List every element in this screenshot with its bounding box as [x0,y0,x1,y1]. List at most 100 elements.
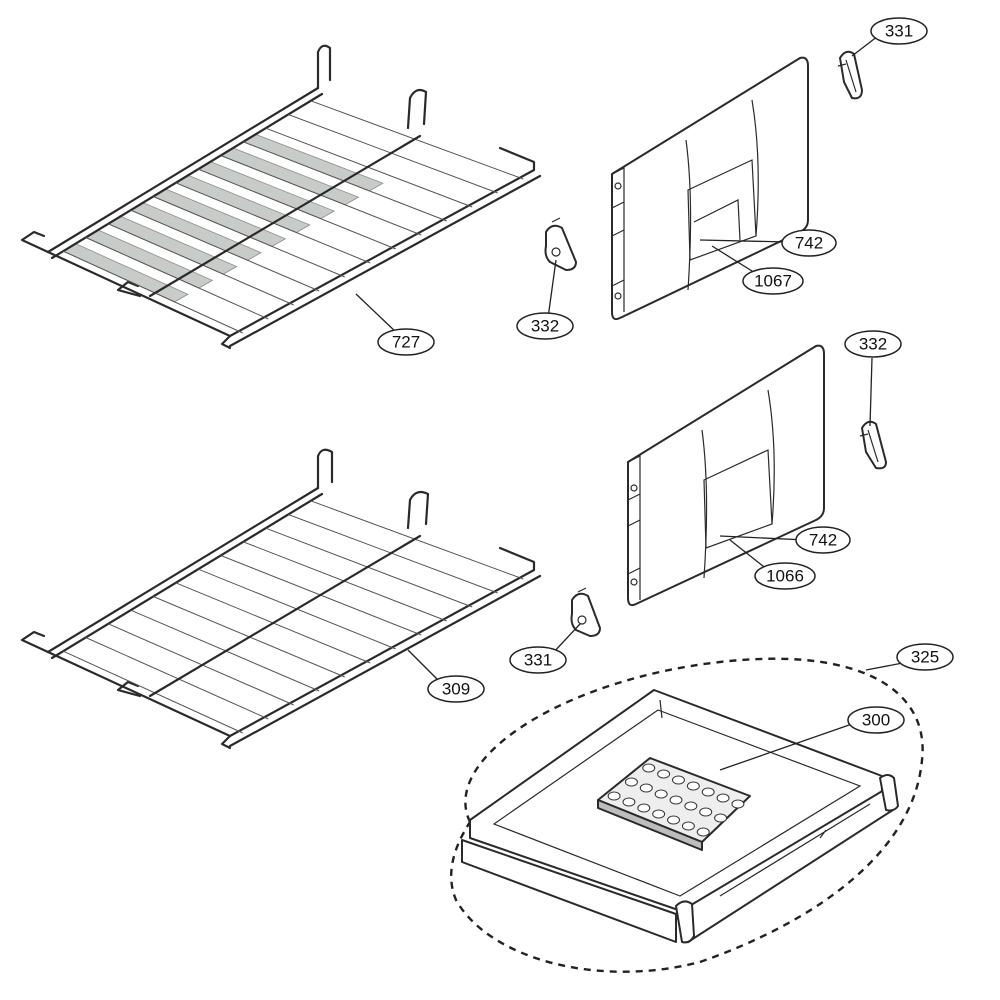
drawer-cover-lower-hole-top [630,484,638,492]
shelf-727-front-rail [228,146,536,338]
ice-cell [731,799,745,809]
shelf-727-back-rail [46,86,320,254]
shelf-309-cross-wires [63,500,524,734]
drawer-cover-upper-front-face [611,167,625,312]
svg-text:742: 742 [795,234,823,253]
shelf-727-front-hook-right [116,280,142,298]
drawer-cover-lower-hinge-band [627,493,641,575]
ice-cell [714,813,728,823]
tray-corner-cap-right [879,774,899,812]
callout-331-top: 331 [870,17,928,45]
shelf-309-back-hook-right [406,490,430,530]
tray-corner-cap-front [675,900,695,944]
callout-325: 325 [896,643,954,671]
callout-742-top: 742 [781,229,837,257]
tray-inner-rim [659,699,663,719]
svg-text:332: 332 [859,335,887,354]
shelf-cross-wire [85,637,269,720]
ice-cell [622,797,636,807]
svg-text:742: 742 [809,531,837,550]
shelf-727-front-rail-inner [228,174,542,348]
svg-text:309: 309 [442,680,470,699]
drawer-cover-upper-body [611,56,809,321]
ice-cell [669,795,683,805]
ice-cell [637,803,651,813]
ice-cell [716,793,730,803]
ice-cell [686,781,700,791]
tray-front-lip [461,839,677,943]
drawer-cover-upper-hole-top [614,182,622,190]
svg-text:727: 727 [392,333,420,352]
ice-cell [671,775,685,785]
shelf-cross-wire [108,223,294,306]
shelf-309-left-side [46,650,232,750]
tray-floor-edge [492,709,862,897]
drawer-cover-lower-front-face [627,455,641,600]
drawer-cover-upper-panel-divider [685,99,759,291]
callout-727: 727 [377,328,435,356]
ice-cell [667,815,681,825]
ice-tray-300 [597,757,751,851]
shelf-727-back-hook-left [316,44,332,90]
hinge-clip-332-right [859,420,887,470]
hinge-clip-331-top [837,50,863,100]
shelf-727-shaded-slats [62,133,384,303]
ice-cell [624,777,638,787]
svg-text:332: 332 [531,317,559,336]
drawer-cover-upper-hole-bottom [614,292,622,300]
drawer-cover-lower-recess [703,449,773,549]
leader-lines [355,35,909,771]
hinge-clip-332-left [544,217,577,271]
ice-cell [684,801,698,811]
drawer-cover-upper-recess-inner [693,199,741,241]
shelf-middle-rail [148,134,422,298]
ice-cell [652,809,666,819]
ice-cell [681,821,695,831]
shelf-cross-wire [265,527,473,608]
shelf-309-front-hook-left [20,630,50,654]
shelf-cross-wire [310,100,524,180]
ice-cell [701,787,715,797]
callout-309: 309 [427,675,485,703]
shelf-727-front-hook-left [20,230,50,254]
drawer-cover-upper [611,56,809,321]
ice-cell [607,791,621,801]
callout-332-left: 332 [516,312,574,340]
ice-tray-cells [607,763,745,837]
shelf-cross-wire [288,514,498,594]
callout-742-bottom: 742 [795,526,851,554]
shelf-727-cross-wires [63,100,524,334]
shelf-cross-wire [63,250,243,334]
shelf-cross-wire [265,127,473,208]
drawer-cover-upper-hinge-band [611,201,625,287]
shelf-cross-wire [288,114,498,194]
ice-cell [657,769,671,779]
ice-cell [654,789,668,799]
svg-text:1067: 1067 [754,272,792,291]
svg-text:325: 325 [911,648,939,667]
ice-cell [696,827,710,837]
svg-text:331: 331 [885,22,913,41]
drawer-cover-lower-hole-bottom [630,578,638,586]
ice-cell [639,783,653,793]
shelf-cross-wire [310,500,524,580]
callout-331-bottom: 331 [509,646,567,674]
svg-text:331: 331 [524,651,552,670]
callout-300: 300 [847,706,905,734]
shelf-cross-wire [108,623,294,706]
shelf-309-front-hook-right [116,680,142,698]
drawer-cover-lower-body [627,344,825,607]
svg-text:1066: 1066 [766,567,804,586]
svg-text:300: 300 [862,711,890,730]
wire-shelf-309 [20,448,542,750]
drawer-cover-lower [627,344,825,607]
shelf-727-back-rail-inner [50,92,324,260]
shelf-309-back-rail-inner [50,492,324,660]
shelf-cross-wire [85,237,269,320]
shelf-727-left-side [46,250,232,350]
shelf-727-back-hook-right [406,88,428,130]
callout-1066: 1066 [754,562,816,590]
wire-shelf-727 [20,44,542,350]
shelf-309-front-rail [228,546,536,738]
